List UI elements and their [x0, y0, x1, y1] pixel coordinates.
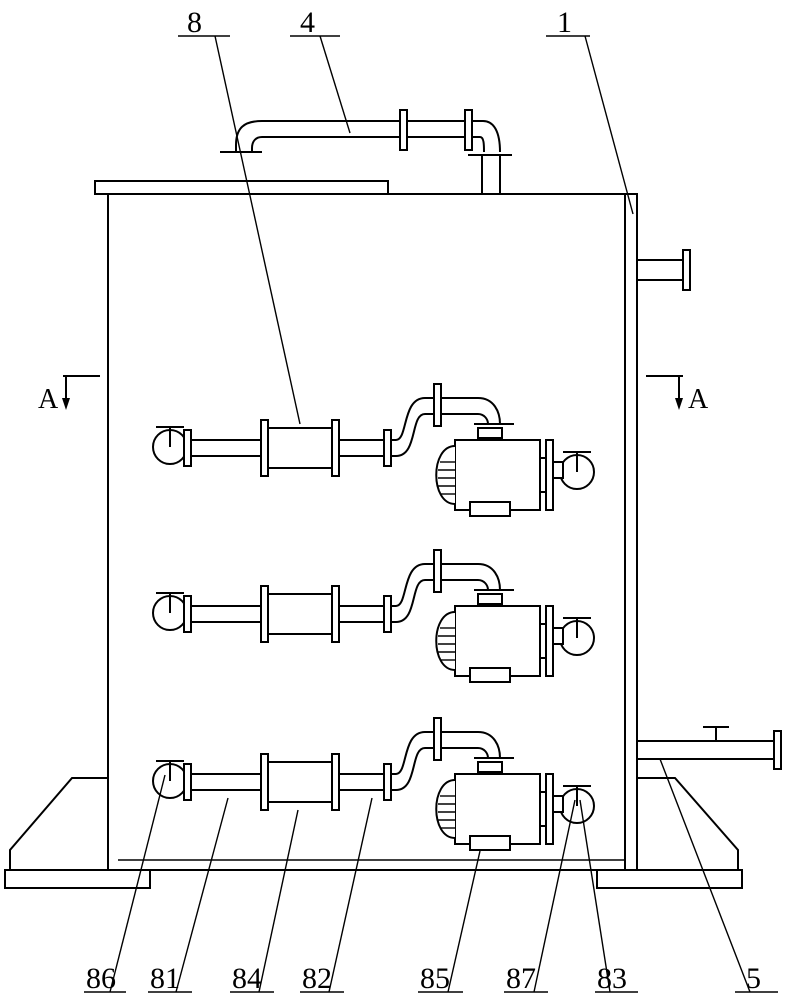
section-mark-right: A [646, 375, 709, 415]
section-label-right: A [688, 384, 709, 415]
callout-1: 1 [557, 6, 572, 39]
pump-unit-middle [152, 549, 595, 683]
callout-86: 86 [86, 962, 116, 995]
section-label-left: A [38, 384, 59, 415]
callout-87: 87 [506, 962, 536, 995]
callout-5: 5 [746, 962, 761, 995]
callout-83: 83 [597, 962, 627, 995]
leader-lines [84, 35, 778, 993]
upper-outlet-pipe [636, 249, 691, 291]
callout-4: 4 [300, 6, 315, 39]
callout-81: 81 [150, 962, 180, 995]
side-pipe [636, 726, 782, 770]
base-left [4, 777, 151, 889]
pump-unit-top [152, 383, 595, 517]
callout-82: 82 [302, 962, 332, 995]
top-pipe [220, 109, 512, 194]
base-right [596, 777, 743, 889]
callout-84: 84 [232, 962, 262, 995]
callout-85: 85 [420, 962, 450, 995]
section-mark-left: A [38, 375, 100, 415]
tank-body [94, 180, 638, 871]
callout-8: 8 [187, 6, 202, 39]
